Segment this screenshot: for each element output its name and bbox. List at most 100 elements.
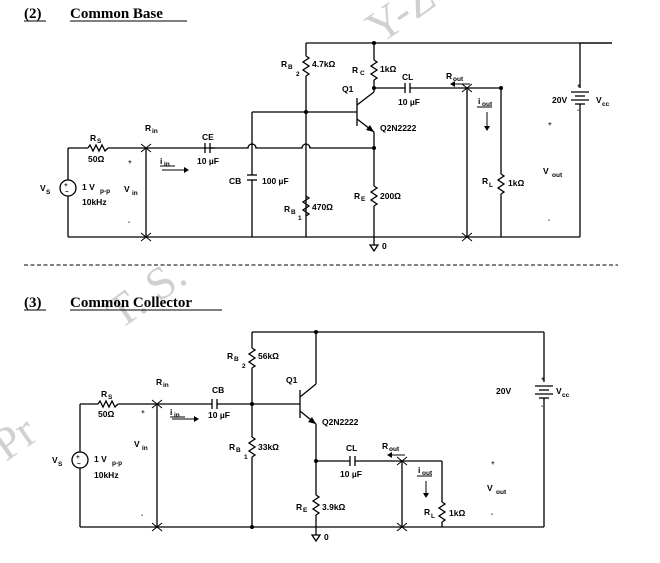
svg-text:Q2N2222: Q2N2222 xyxy=(322,417,359,427)
svg-text:V: V xyxy=(487,483,493,493)
svg-text:out: out xyxy=(422,470,433,477)
svg-text:p-p: p-p xyxy=(112,460,122,467)
svg-text:R: R xyxy=(145,123,151,133)
svg-text:+: + xyxy=(141,409,145,416)
svg-text:Q2N2222: Q2N2222 xyxy=(380,123,417,133)
watermark-text-b: T. S. xyxy=(96,248,195,338)
section3-title: Common Collector xyxy=(70,295,192,311)
svg-text:-: - xyxy=(128,219,130,226)
svg-text:10 µF: 10 µF xyxy=(340,469,362,479)
svg-text:R: R xyxy=(156,377,162,387)
svg-text:1 V: 1 V xyxy=(82,182,95,192)
svg-text:20V: 20V xyxy=(496,386,511,396)
svg-text:33kΩ: 33kΩ xyxy=(258,442,279,452)
svg-text:in: in xyxy=(142,445,148,452)
svg-text:470Ω: 470Ω xyxy=(312,202,333,212)
svg-text:R: R xyxy=(284,204,290,214)
svg-text:2: 2 xyxy=(296,71,300,78)
svg-text:20V: 20V xyxy=(552,95,567,105)
svg-text:-: - xyxy=(541,403,543,410)
svg-text:in: in xyxy=(152,128,158,135)
svg-text:Q1: Q1 xyxy=(286,375,298,385)
capacitor-cl: CL 10 µF xyxy=(316,443,442,479)
section2-number: (2) xyxy=(24,6,42,22)
svg-text:CE: CE xyxy=(202,132,214,142)
watermark: Pr T. S. Y-Z xyxy=(0,0,444,470)
svg-text:out: out xyxy=(482,101,493,108)
capacitor-cl: CL 10 µF xyxy=(374,72,501,107)
capacitor-cb: CB 10 µF xyxy=(208,385,300,420)
svg-text:R: R xyxy=(424,507,430,517)
svg-text:R: R xyxy=(446,71,452,81)
ground-symbol: 0 xyxy=(310,532,329,543)
svg-text:E: E xyxy=(303,507,308,514)
watermark-text-a: Pr xyxy=(0,405,45,470)
watermark-text-c: Y-Z xyxy=(356,0,444,53)
svg-text:p-p: p-p xyxy=(100,188,110,195)
svg-text:B: B xyxy=(291,209,296,216)
transistor-q1: Q1 Q2N2222 xyxy=(342,84,417,148)
svg-text:10 µF: 10 µF xyxy=(208,410,230,420)
svg-text:S: S xyxy=(58,461,63,468)
svg-text:out: out xyxy=(552,172,563,179)
svg-text:+: + xyxy=(128,159,132,166)
svg-text:V: V xyxy=(134,439,140,449)
capacitor-ce: CE 10 µF xyxy=(197,132,219,166)
svg-text:S: S xyxy=(46,189,51,196)
svg-text:50Ω: 50Ω xyxy=(98,409,114,419)
section3-number: (3) xyxy=(24,295,42,311)
emitter-wire xyxy=(210,143,374,149)
svg-text:out: out xyxy=(453,76,464,83)
svg-text:R: R xyxy=(382,441,388,451)
svg-text:+: + xyxy=(548,121,552,128)
svg-text:R: R xyxy=(296,502,302,512)
svg-text:cc: cc xyxy=(562,392,570,399)
svg-text:R: R xyxy=(101,389,107,399)
svg-text:1: 1 xyxy=(298,215,302,222)
svg-text:1kΩ: 1kΩ xyxy=(508,178,524,188)
svg-text:0: 0 xyxy=(324,532,329,542)
svg-text:C: C xyxy=(360,70,365,77)
svg-text:R: R xyxy=(352,65,358,75)
svg-text:~: ~ xyxy=(65,189,69,196)
svg-text:Q1: Q1 xyxy=(342,84,354,94)
svg-text:50Ω: 50Ω xyxy=(88,154,104,164)
svg-text:i: i xyxy=(160,156,162,166)
svg-text:V: V xyxy=(543,166,549,176)
svg-text:S: S xyxy=(108,394,113,401)
svg-text:+: + xyxy=(577,83,581,90)
svg-text:V: V xyxy=(40,183,46,193)
svg-text:L: L xyxy=(431,513,435,520)
svg-text:0: 0 xyxy=(382,241,387,251)
svg-text:L: L xyxy=(489,182,493,189)
svg-text:R: R xyxy=(90,133,96,143)
svg-text:CB: CB xyxy=(212,385,224,395)
svg-text:E: E xyxy=(361,196,366,203)
svg-text:V: V xyxy=(596,95,602,105)
svg-text:-: - xyxy=(548,217,550,224)
svg-text:R: R xyxy=(227,351,233,361)
svg-text:B: B xyxy=(236,447,241,454)
svg-text:in: in xyxy=(163,382,169,389)
svg-text:cc: cc xyxy=(602,101,610,108)
svg-text:S: S xyxy=(97,138,102,145)
svg-text:B: B xyxy=(234,356,239,363)
svg-text:out: out xyxy=(496,489,507,496)
svg-text:V: V xyxy=(124,184,130,194)
svg-text:+: + xyxy=(76,454,80,461)
svg-text:1 V: 1 V xyxy=(94,454,107,464)
svg-text:+: + xyxy=(64,182,68,189)
svg-text:1: 1 xyxy=(244,454,248,461)
